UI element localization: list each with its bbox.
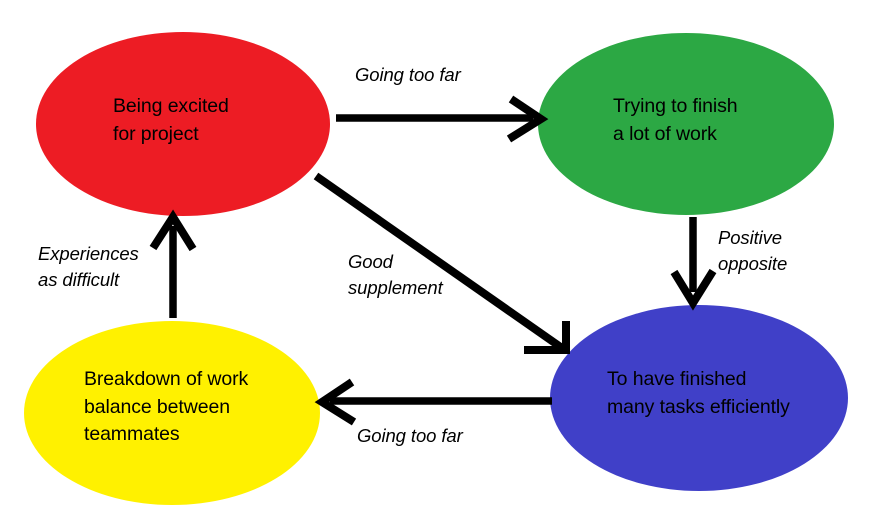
node-trying-to-finish[interactable] xyxy=(538,33,834,215)
edge-label-going-too-far-top: Going too far xyxy=(355,64,461,85)
edge-label-good-supplement: Good supplement xyxy=(348,251,443,299)
edge-finished-to-breakdown xyxy=(314,378,552,426)
edge-excited-to-finished xyxy=(313,172,570,354)
edge-trying-to-finished xyxy=(670,217,717,311)
edge-label-experiences-as-difficult: Experiences as difficult xyxy=(38,243,139,291)
edge-label-positive-opposite: Positive opposite xyxy=(718,227,788,275)
node-being-excited[interactable] xyxy=(36,32,330,216)
edge-excited-to-trying xyxy=(336,95,549,143)
edge-breakdown-to-excited xyxy=(149,209,197,318)
edge-label-going-too-far-bottom: Going too far xyxy=(357,425,463,446)
node-to-have-finished[interactable] xyxy=(550,305,848,491)
node-breakdown-of-work[interactable] xyxy=(24,321,320,505)
